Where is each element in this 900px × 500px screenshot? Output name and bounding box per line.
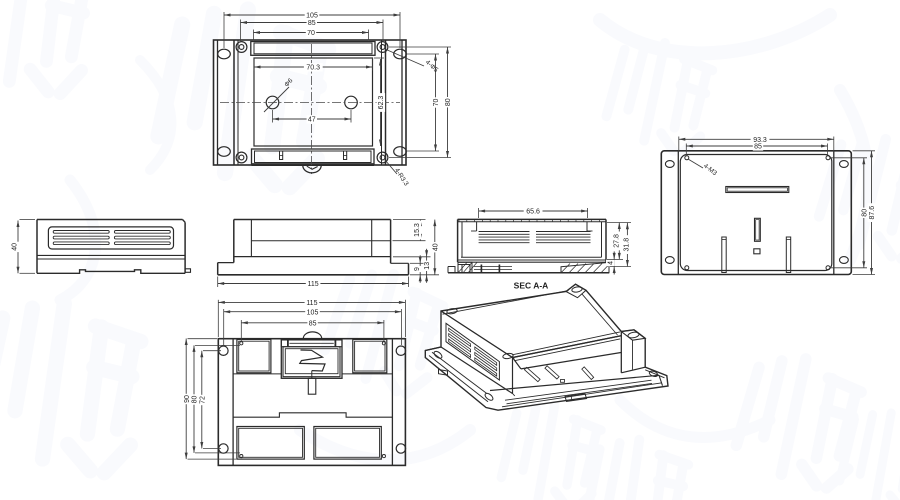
svg-text:40: 40	[12, 243, 19, 251]
svg-text:80: 80	[192, 396, 199, 404]
svg-text:87.6: 87.6	[869, 206, 876, 220]
svg-text:15.3: 15.3	[414, 223, 421, 237]
svg-text:105: 105	[307, 309, 319, 316]
svg-text:70: 70	[307, 30, 315, 37]
svg-text:27.8: 27.8	[614, 234, 621, 248]
svg-text:80: 80	[445, 98, 452, 106]
svg-text:Φ6: Φ6	[283, 77, 294, 89]
svg-text:9: 9	[414, 267, 421, 271]
svg-text:70: 70	[433, 99, 440, 107]
svg-text:SEC A-A: SEC A-A	[514, 281, 549, 291]
svg-text:115: 115	[306, 300, 317, 307]
svg-text:4: 4	[608, 261, 615, 265]
svg-text:85: 85	[754, 144, 762, 151]
svg-text:47: 47	[308, 117, 316, 124]
svg-text:105: 105	[306, 13, 318, 20]
svg-text:70.3: 70.3	[306, 65, 320, 72]
svg-text:90: 90	[184, 395, 191, 403]
svg-text:65.6: 65.6	[526, 209, 540, 216]
svg-text:115: 115	[308, 281, 319, 288]
svg-text:85: 85	[309, 320, 317, 327]
svg-text:31.8: 31.8	[624, 238, 631, 252]
svg-text:93.3: 93.3	[753, 137, 767, 144]
svg-text:40: 40	[432, 243, 439, 251]
svg-text:72: 72	[199, 396, 206, 404]
svg-text:62.3: 62.3	[378, 96, 385, 110]
svg-text:13: 13	[424, 262, 431, 270]
svg-text:80: 80	[861, 209, 868, 217]
svg-text:85: 85	[308, 20, 316, 27]
